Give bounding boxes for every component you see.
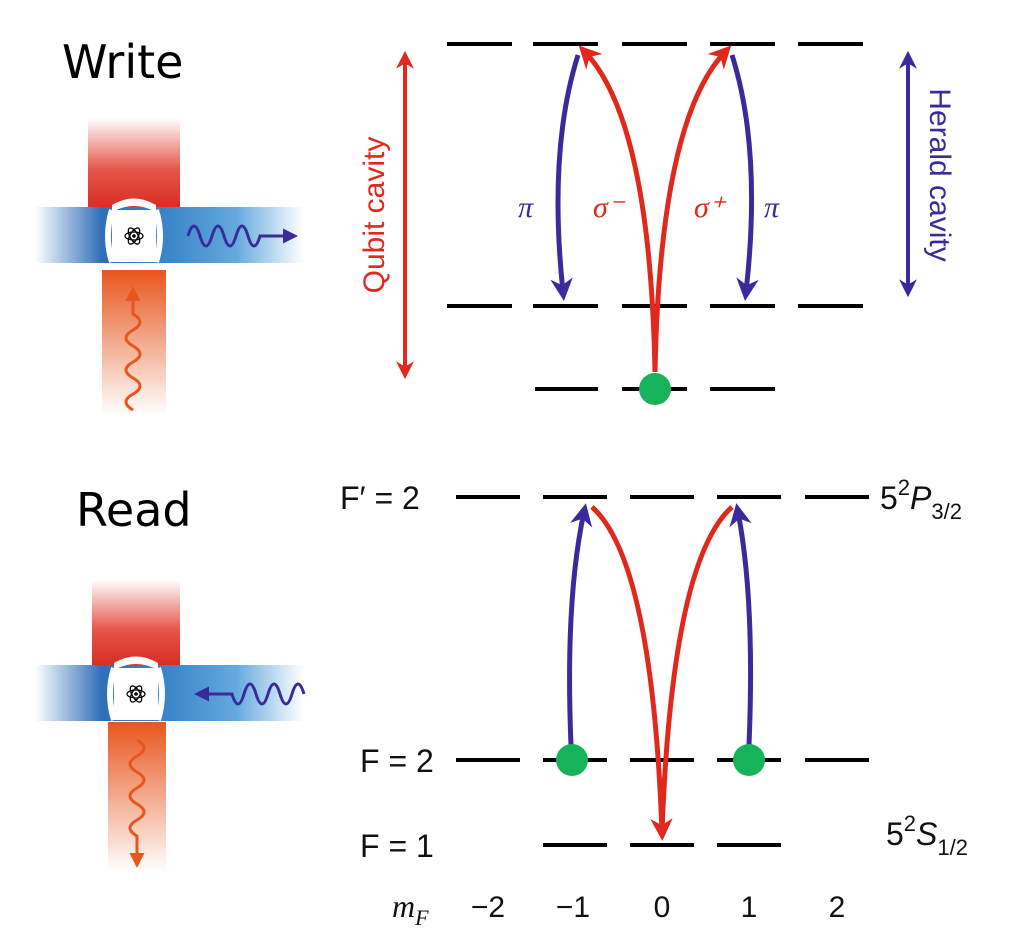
- emitted-photon-icon: [128, 738, 146, 868]
- incoming-photon-icon: [194, 682, 306, 706]
- mf-tick: −1: [556, 891, 590, 924]
- sigma-minus-down-arrow: [590, 505, 673, 841]
- atom-population-dot: [639, 373, 671, 405]
- write-energy-levels: [447, 42, 863, 391]
- write-cavity-illustration: [35, 118, 303, 415]
- qubit-cavity-beam-top: [92, 580, 180, 670]
- pi-right-label: π: [764, 191, 780, 224]
- herald-cavity-label: Herald cavity: [923, 88, 956, 261]
- mf-tick: 2: [829, 891, 846, 924]
- mf-tick: 1: [741, 891, 758, 924]
- sigma-minus-arrow: [578, 45, 658, 373]
- read-title: Read: [76, 483, 192, 537]
- read-cavity-illustration: [35, 580, 306, 872]
- ground-upper-level-label: F = 2: [360, 743, 434, 779]
- emitted-photon-icon: [186, 224, 298, 248]
- incoming-photon-icon: [124, 286, 142, 412]
- pi-left-label: π: [518, 191, 534, 224]
- read-transitions: [567, 503, 754, 841]
- qubit-cavity-beam-top: [88, 118, 180, 212]
- sigma-plus-label: σ⁺: [694, 191, 727, 224]
- ground-lower-level-label: F = 1: [360, 828, 434, 864]
- write-transitions: [550, 45, 759, 373]
- mf-tick: 0: [654, 891, 671, 924]
- excited-state-term: 52P3/2: [880, 475, 962, 524]
- atom-icon: [124, 227, 144, 245]
- sigma-plus-arrow: [652, 45, 732, 373]
- write-title: Write: [62, 35, 183, 89]
- atom-population-dot-right: [733, 744, 765, 776]
- pi-right-arrow: [729, 54, 759, 301]
- herald-cavity-beam: [35, 665, 303, 721]
- mf-tick: −2: [471, 891, 505, 924]
- mf-axis-label: mF: [392, 888, 429, 930]
- excited-level-label: F′ = 2: [340, 480, 420, 516]
- atom-icon: [126, 685, 146, 703]
- sigma-minus-label: σ⁻: [593, 191, 626, 224]
- read-energy-levels: [456, 495, 869, 847]
- herald-cavity-beam: [35, 207, 303, 263]
- mf-axis-ticks: −2 −1 0 1 2: [471, 891, 845, 924]
- pi-right-up-arrow: [729, 503, 754, 746]
- sigma-plus-down-arrow: [659, 505, 734, 833]
- atom-population-dot-left: [556, 744, 588, 776]
- pi-left-up-arrow: [567, 503, 593, 746]
- pi-left-arrow: [550, 54, 581, 301]
- qubit-cavity-label: Qubit cavity: [358, 137, 391, 294]
- ground-state-term: 52S1/2: [886, 811, 968, 860]
